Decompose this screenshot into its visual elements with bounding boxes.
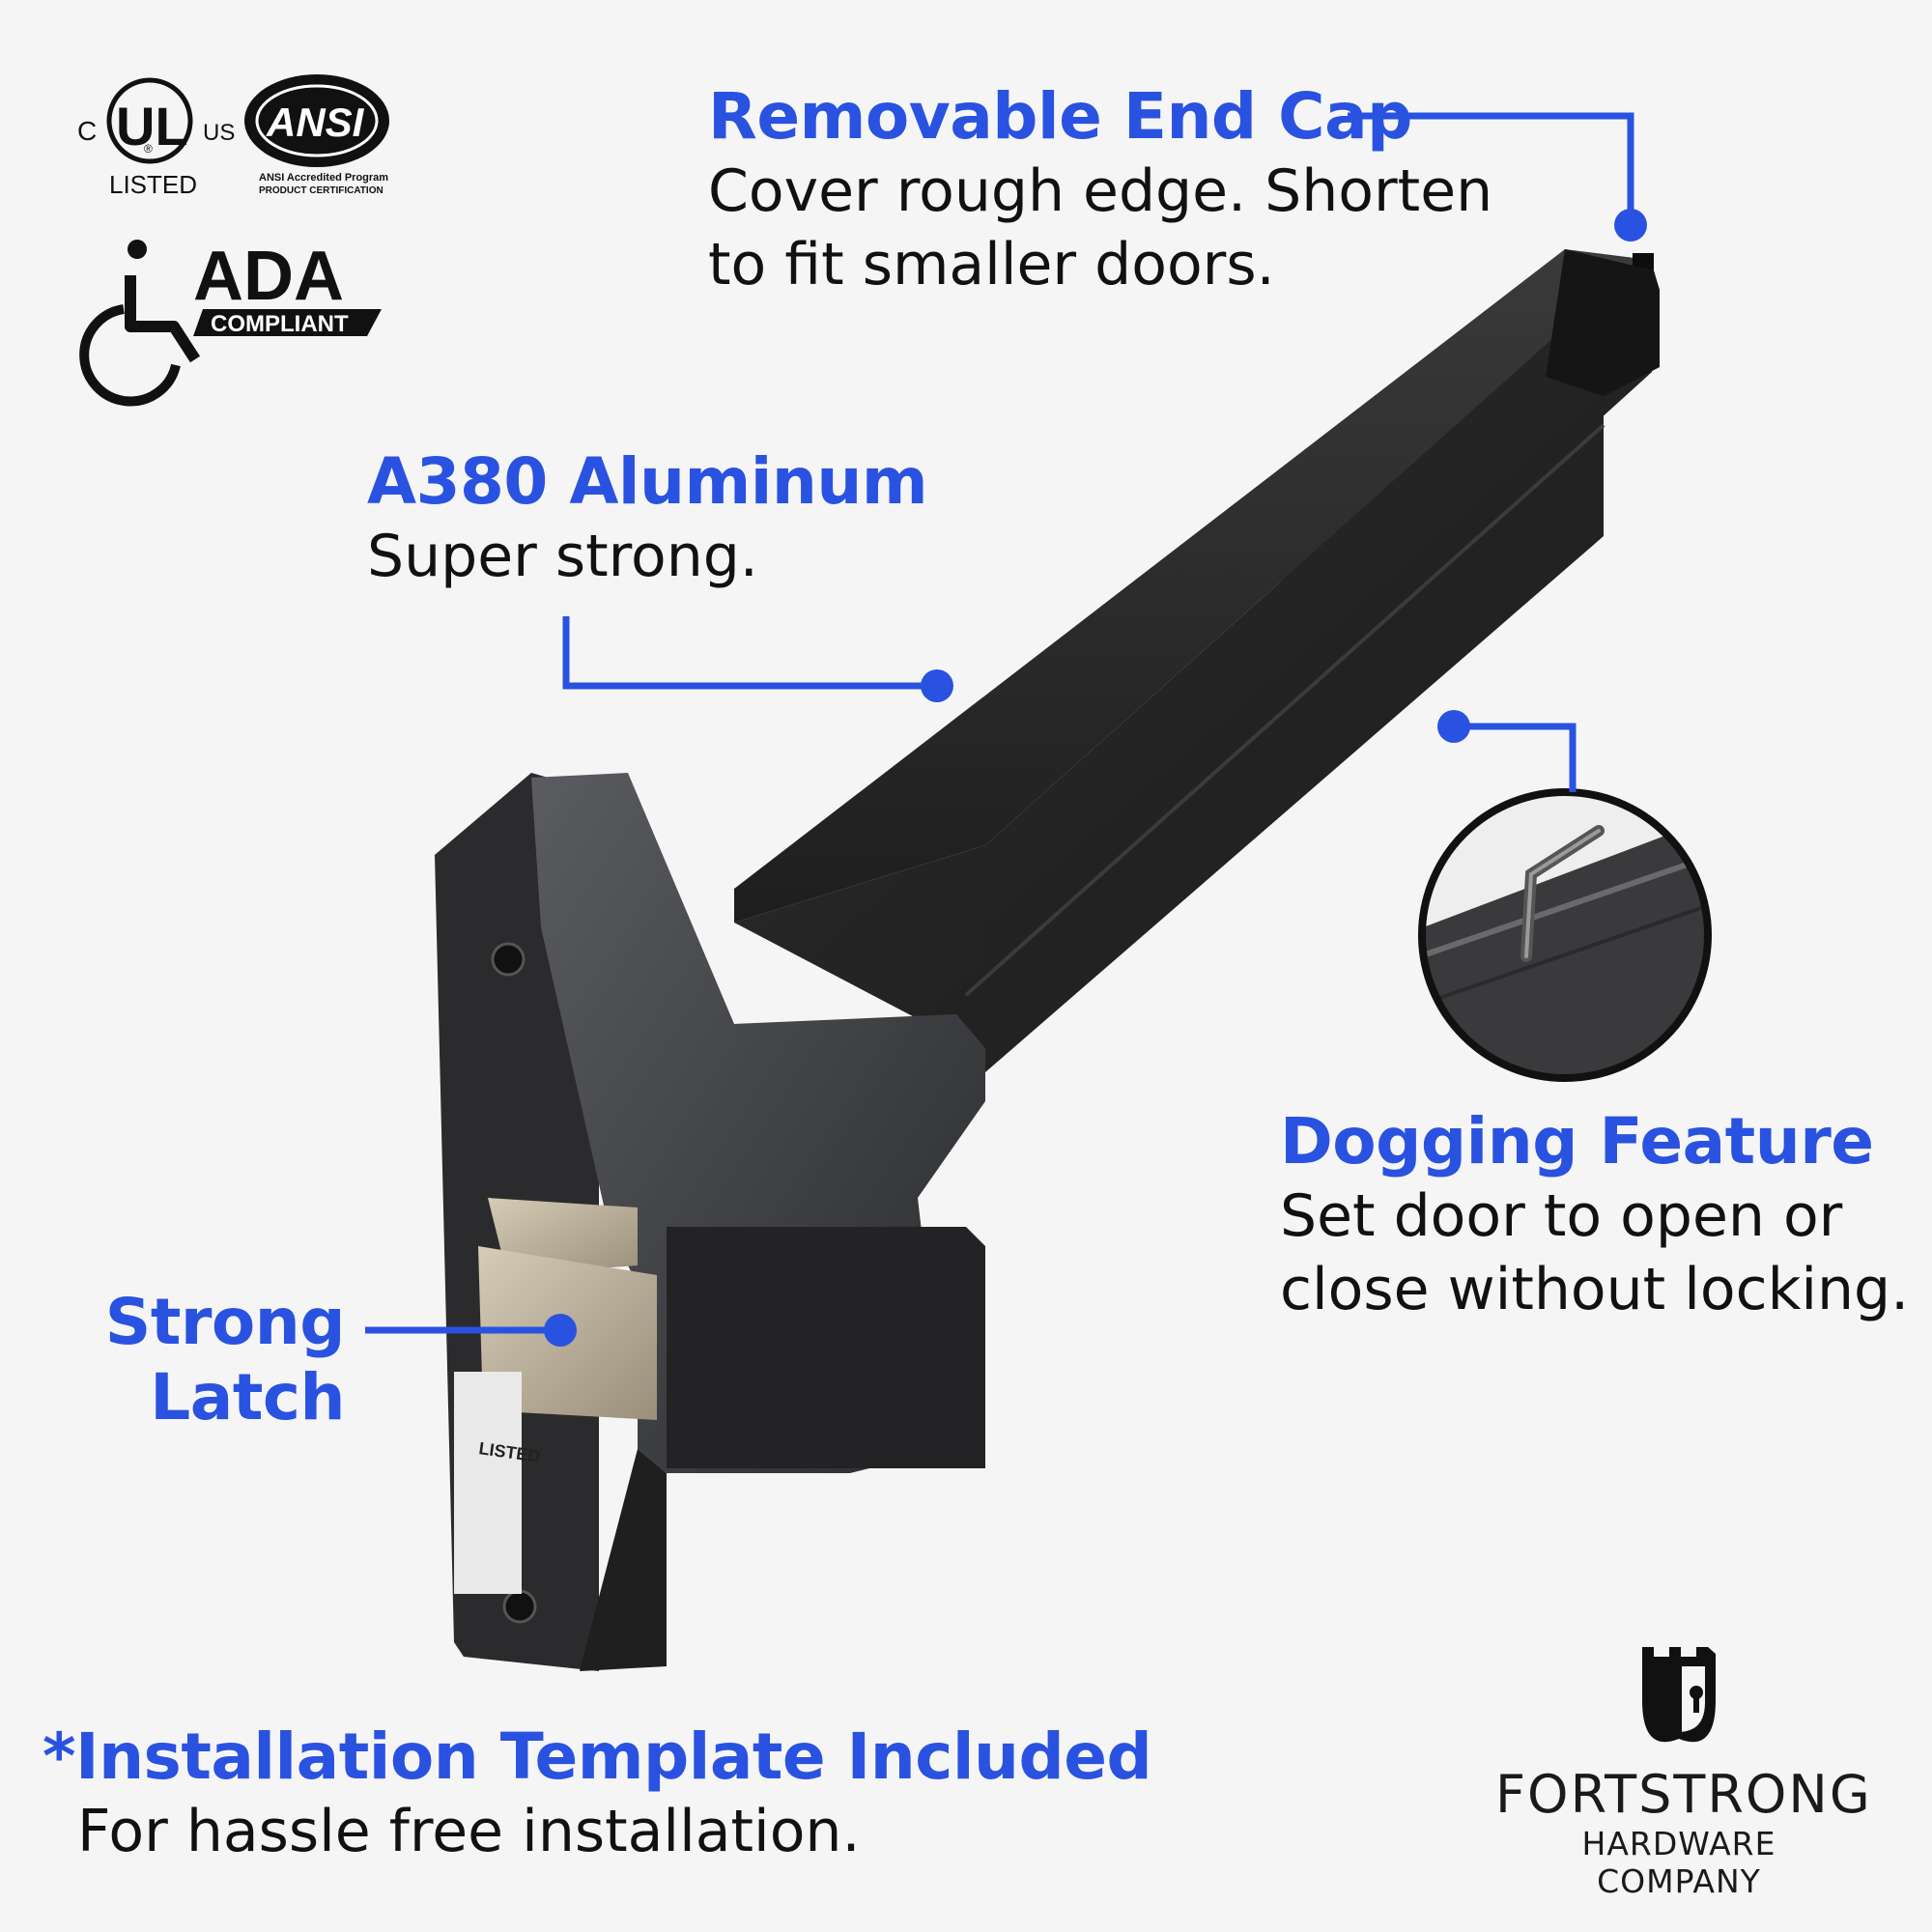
feature-title: Removable End Cap	[708, 79, 1412, 154]
end-cap	[1546, 249, 1660, 396]
ul-listed-text: LISTED	[109, 170, 197, 199]
latch-bolt: LISTED	[454, 1198, 657, 1594]
brand-block: FORTSTRONG HARDWARE COMPANY	[1495, 1764, 1872, 1900]
ansi-logo: ANSI ANSI Accredited Program PRODUCT CER…	[244, 74, 389, 196]
feature-end-cap: Removable End Cap Cover rough edge. Shor…	[708, 79, 1492, 301]
ul-listed-logo: C UL US ® LISTED	[77, 77, 235, 199]
callout-dogging	[1437, 710, 1577, 792]
ansi-line2: PRODUCT CERTIFICATION	[259, 185, 384, 196]
feature-line: to fit smaller doors.	[708, 231, 1275, 298]
feature-title-line: Latch	[150, 1360, 345, 1435]
brand-name: FORTSTRONG	[1495, 1764, 1872, 1825]
brand-subtitle: HARDWARE COMPANY	[1581, 1825, 1776, 1900]
feature-line: close without locking.	[1280, 1256, 1910, 1323]
install-note-title: *Installation Template Included	[43, 1719, 1152, 1794]
dogging-inset	[1418, 788, 1712, 1082]
callout-latch	[365, 1314, 577, 1347]
feature-line: Cover rough edge. Shorten	[708, 157, 1493, 225]
feature-title: A380 Aluminum	[367, 444, 928, 519]
install-note: *Installation Template Included For hass…	[43, 1719, 1152, 1868]
ul-registered: ®	[144, 142, 153, 156]
feature-aluminum: A380 Aluminum Super strong.	[367, 444, 928, 593]
ansi-line1: ANSI Accredited Program	[259, 172, 388, 184]
ada-mark: ADA	[193, 238, 344, 315]
install-note-body: For hassle free installation.	[77, 1798, 861, 1865]
feature-title-line: Strong	[104, 1285, 346, 1359]
fortstrong-shield-logo	[1642, 1647, 1716, 1743]
ul-c: C	[77, 116, 97, 146]
callout-end-cap	[1348, 112, 1647, 242]
feature-line: Set door to open or	[1280, 1182, 1843, 1250]
push-bar	[734, 249, 1654, 1072]
callout-aluminum	[562, 616, 953, 702]
ada-compliant-text: COMPLIANT	[211, 311, 349, 337]
feature-title: Dogging Feature	[1280, 1104, 1874, 1179]
feature-dogging: Dogging Feature Set door to open or clos…	[1280, 1104, 1909, 1326]
ansi-mark: ANSI	[266, 99, 365, 145]
feature-line: Super strong.	[367, 523, 758, 590]
ada-compliant-logo: ADA COMPLIANT	[79, 238, 382, 407]
ul-us: US	[203, 120, 235, 146]
ul-mark: UL	[116, 96, 188, 156]
feature-latch: Strong Latch	[104, 1285, 346, 1435]
